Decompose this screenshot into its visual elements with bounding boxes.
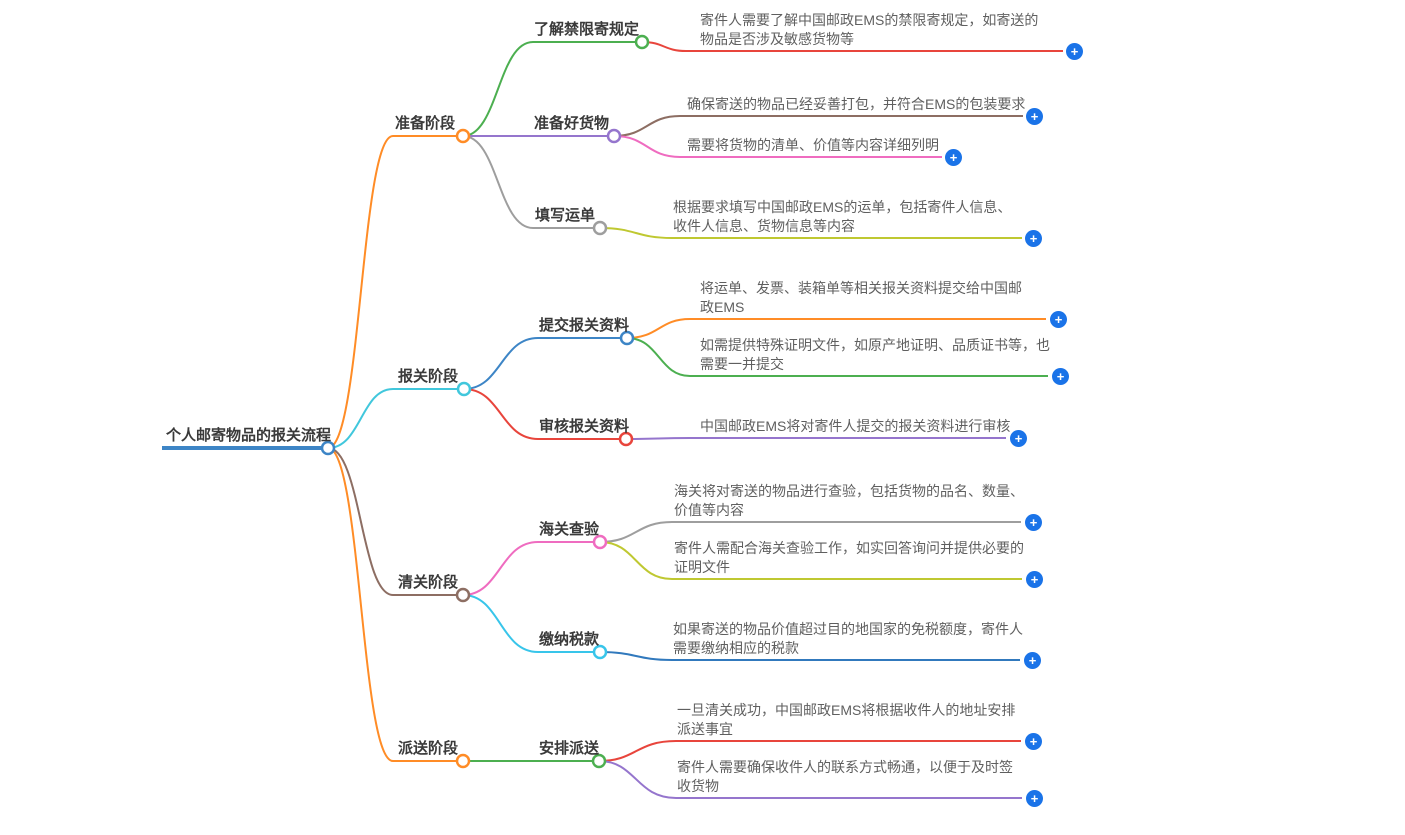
expand-button-plus-icon[interactable] xyxy=(1050,311,1067,328)
edge-leaf-inspect-note-1 xyxy=(599,521,1021,543)
waybill-note-text[interactable]: 根据要求填写中国邮政EMS的运单，包括寄件人信息、收件人信息、货物信息等内容 xyxy=(673,199,1012,234)
expand-button-plus-icon[interactable] xyxy=(1025,230,1042,247)
delivery-note-1-text[interactable]: 一旦清关成功，中国邮政EMS将根据收件人的地址安排派送事宜 xyxy=(677,702,1016,737)
declare-stage-connector[interactable] xyxy=(456,381,472,397)
edge-leaf-list-note xyxy=(613,135,942,158)
prepare-goods-connector[interactable] xyxy=(606,128,622,144)
review-docs-note-text[interactable]: 中国邮政EMS将对寄件人提交的报关资料进行审核 xyxy=(700,418,1011,434)
pay-taxes-connector[interactable] xyxy=(592,644,608,660)
fill-waybill-label[interactable]: 填写运单 xyxy=(535,207,596,224)
edge-leaf-inspect-note-2 xyxy=(599,541,1022,580)
expand-button-plus-icon[interactable] xyxy=(1052,368,1069,385)
expand-button-plus-icon[interactable] xyxy=(1026,108,1043,125)
know-prohibited-rules-label[interactable]: 了解禁限寄规定 xyxy=(534,21,640,38)
expand-button-plus-icon[interactable] xyxy=(1025,514,1042,531)
edge-pay-taxes xyxy=(462,594,600,653)
root-connector[interactable] xyxy=(320,440,336,456)
customs-inspection-label[interactable]: 海关查验 xyxy=(539,521,600,538)
submit-docs-label[interactable]: 提交报关资料 xyxy=(539,317,630,334)
delivery-stage-label[interactable]: 派送阶段 xyxy=(398,740,459,757)
inspection-note-1-text[interactable]: 海关将对寄送的物品进行查验，包括货物的品名、数量、价值等内容 xyxy=(674,483,1024,518)
pay-taxes-label[interactable]: 缴纳税款 xyxy=(539,631,600,648)
tax-note-text[interactable]: 如果寄送的物品价值超过目的地国家的免税额度，寄件人需要缴纳相应的税款 xyxy=(673,621,1023,656)
edge-leaf-tax-note xyxy=(599,651,1020,661)
goods-list-note-text[interactable]: 需要将货物的清单、价值等内容详细列明 xyxy=(687,137,939,153)
root-node-label[interactable]: 个人邮寄物品的报关流程 xyxy=(166,427,332,444)
delivery-note-2-text[interactable]: 寄件人需要确保收件人的联系方式畅通，以便于及时签收货物 xyxy=(677,759,1013,794)
edge-clearance-stage xyxy=(327,447,463,596)
expand-button-plus-icon[interactable] xyxy=(1026,790,1043,807)
prohibited-rules-note-text[interactable]: 寄件人需要了解中国邮政EMS的禁限寄规定，如寄送的物品是否涉及敏感货物等 xyxy=(700,12,1039,47)
fill-waybill-connector[interactable] xyxy=(592,220,608,236)
edge-leaf-packing-note xyxy=(613,115,1023,137)
arrange-delivery-connector[interactable] xyxy=(591,753,607,769)
submit-docs-note-1-text[interactable]: 将运单、发票、装箱单等相关报关资料提交给中国邮政EMS xyxy=(700,280,1022,315)
prepare-goods-label[interactable]: 准备好货物 xyxy=(534,115,610,132)
edge-leaf-delivery-note-1 xyxy=(598,740,1021,762)
prepare-stage-connector[interactable] xyxy=(455,128,471,144)
expand-button-plus-icon[interactable] xyxy=(1024,652,1041,669)
submit-docs-connector[interactable] xyxy=(619,330,635,346)
know-prohibited-rules-connector[interactable] xyxy=(634,34,650,50)
clearance-stage-label[interactable]: 清关阶段 xyxy=(398,574,459,591)
edge-leaf-submit-note-1 xyxy=(626,318,1046,339)
edge-know-prohibited-rules xyxy=(462,41,642,137)
edge-customs-inspection xyxy=(462,541,600,596)
packing-note-text[interactable]: 确保寄送的物品已经妥善打包，并符合EMS的包装要求 xyxy=(687,96,1026,112)
edge-delivery-stage xyxy=(327,447,463,762)
edge-leaf-submit-note-2 xyxy=(626,337,1048,377)
expand-button-plus-icon[interactable] xyxy=(1010,430,1027,447)
edge-declare-stage xyxy=(327,388,464,449)
arrange-delivery-label[interactable]: 安排派送 xyxy=(539,740,600,757)
edge-leaf-review-note xyxy=(625,437,1006,440)
expand-button-plus-icon[interactable] xyxy=(1066,43,1083,60)
review-docs-connector[interactable] xyxy=(618,431,634,447)
edge-leaf-delivery-note-2 xyxy=(598,760,1022,799)
review-docs-label[interactable]: 审核报关资料 xyxy=(539,418,630,435)
inspection-note-2-text[interactable]: 寄件人需配合海关查验工作，如实回答询问并提供必要的证明文件 xyxy=(674,540,1024,575)
prepare-stage-label[interactable]: 准备阶段 xyxy=(395,115,456,132)
customs-inspection-connector[interactable] xyxy=(592,534,608,550)
edge-submit-docs xyxy=(463,337,627,390)
edge-fill-waybill xyxy=(462,135,600,229)
submit-docs-note-2-text[interactable]: 如需提供特殊证明文件，如原产地证明、品质证书等，也需要一并提交 xyxy=(700,337,1050,372)
declare-stage-label[interactable]: 报关阶段 xyxy=(398,368,459,385)
expand-button-plus-icon[interactable] xyxy=(945,149,962,166)
edge-leaf-waybill-note xyxy=(599,227,1022,239)
delivery-stage-connector[interactable] xyxy=(455,753,471,769)
expand-button-plus-icon[interactable] xyxy=(1025,733,1042,750)
edge-prepare-stage xyxy=(327,135,463,449)
expand-button-plus-icon[interactable] xyxy=(1026,571,1043,588)
clearance-stage-connector[interactable] xyxy=(455,587,471,603)
edge-review-docs xyxy=(463,388,626,440)
